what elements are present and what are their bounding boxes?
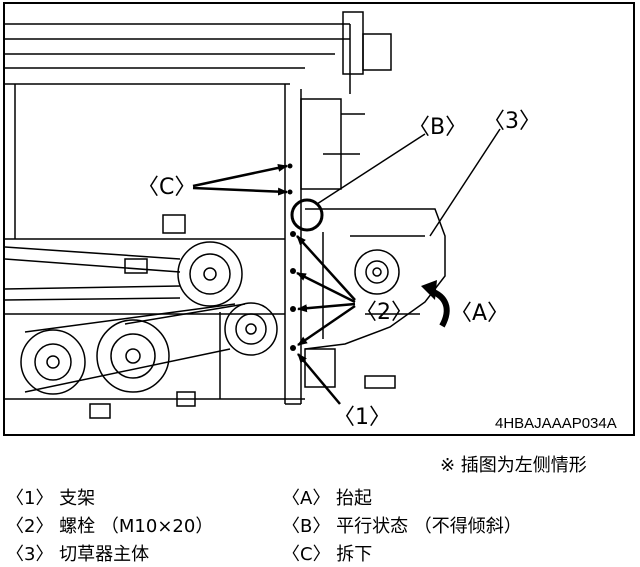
legend-item-b: 〈B〉 平行状态 （不得倾斜） bbox=[282, 516, 522, 537]
figure-code: 4HBAJAAAP034A bbox=[495, 415, 617, 432]
legend-item-2: 〈2〉 螺栓 （M10×20） bbox=[6, 516, 214, 537]
callout-3: 〈3〉 bbox=[483, 109, 541, 134]
legend-item-c: 〈C〉 拆下 bbox=[282, 544, 373, 565]
machine-diagram: 〈B〉 〈3〉 〈C〉 〈2〉 〈A〉 〈1〉 4HBAJAAAP034A bbox=[3, 2, 635, 436]
diagram-drawing: 〈B〉 〈3〉 〈C〉 〈2〉 〈A〉 〈1〉 4HBAJAAAP034A bbox=[5, 11, 617, 432]
callout-a: 〈A〉 bbox=[450, 301, 509, 326]
legend-item-3: 〈3〉 切草器主体 bbox=[6, 544, 150, 565]
figure-note: ※ 插图为左侧情形 bbox=[440, 455, 587, 476]
legend-item-1: 〈1〉 支架 bbox=[6, 488, 96, 509]
callout-2: 〈2〉 bbox=[355, 300, 413, 325]
callout-1: 〈1〉 bbox=[333, 405, 391, 430]
legend-item-a: 〈A〉 抬起 bbox=[282, 488, 373, 509]
callout-b: 〈B〉 bbox=[408, 115, 467, 140]
callout-c: 〈C〉 bbox=[137, 175, 196, 200]
